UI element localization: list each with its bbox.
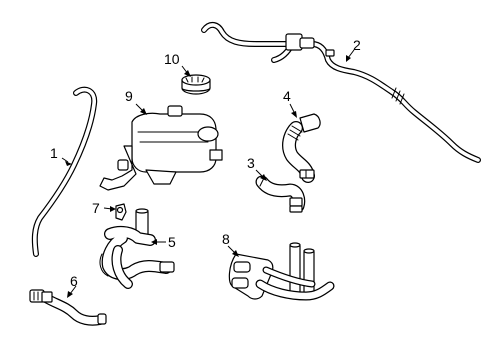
part-6-hose — [29, 289, 107, 326]
leader-lines — [61, 49, 355, 298]
callout-6: 6 — [70, 273, 78, 289]
callout-2: 2 — [353, 37, 361, 53]
callout-8: 8 — [222, 231, 230, 247]
callout-1: 1 — [50, 145, 58, 161]
part-5-hose — [99, 208, 175, 289]
callout-5: 5 — [168, 234, 176, 250]
part-7-connector — [115, 203, 127, 221]
part-4-hose — [282, 113, 321, 183]
callout-9: 9 — [125, 88, 133, 104]
part-3-hose — [255, 175, 306, 213]
part-9-reservoir — [99, 105, 223, 191]
callout-4: 4 — [283, 88, 291, 104]
part-2-hose — [201, 22, 481, 163]
callout-10: 10 — [164, 51, 180, 67]
callout-7: 7 — [92, 200, 100, 216]
part-10-cap — [181, 74, 211, 95]
callout-3: 3 — [247, 155, 255, 171]
callout-labels: 1 2 3 4 5 6 7 8 9 10 — [50, 37, 361, 289]
part-1-hose — [31, 86, 98, 257]
part-8-pipe-assembly — [228, 242, 335, 301]
